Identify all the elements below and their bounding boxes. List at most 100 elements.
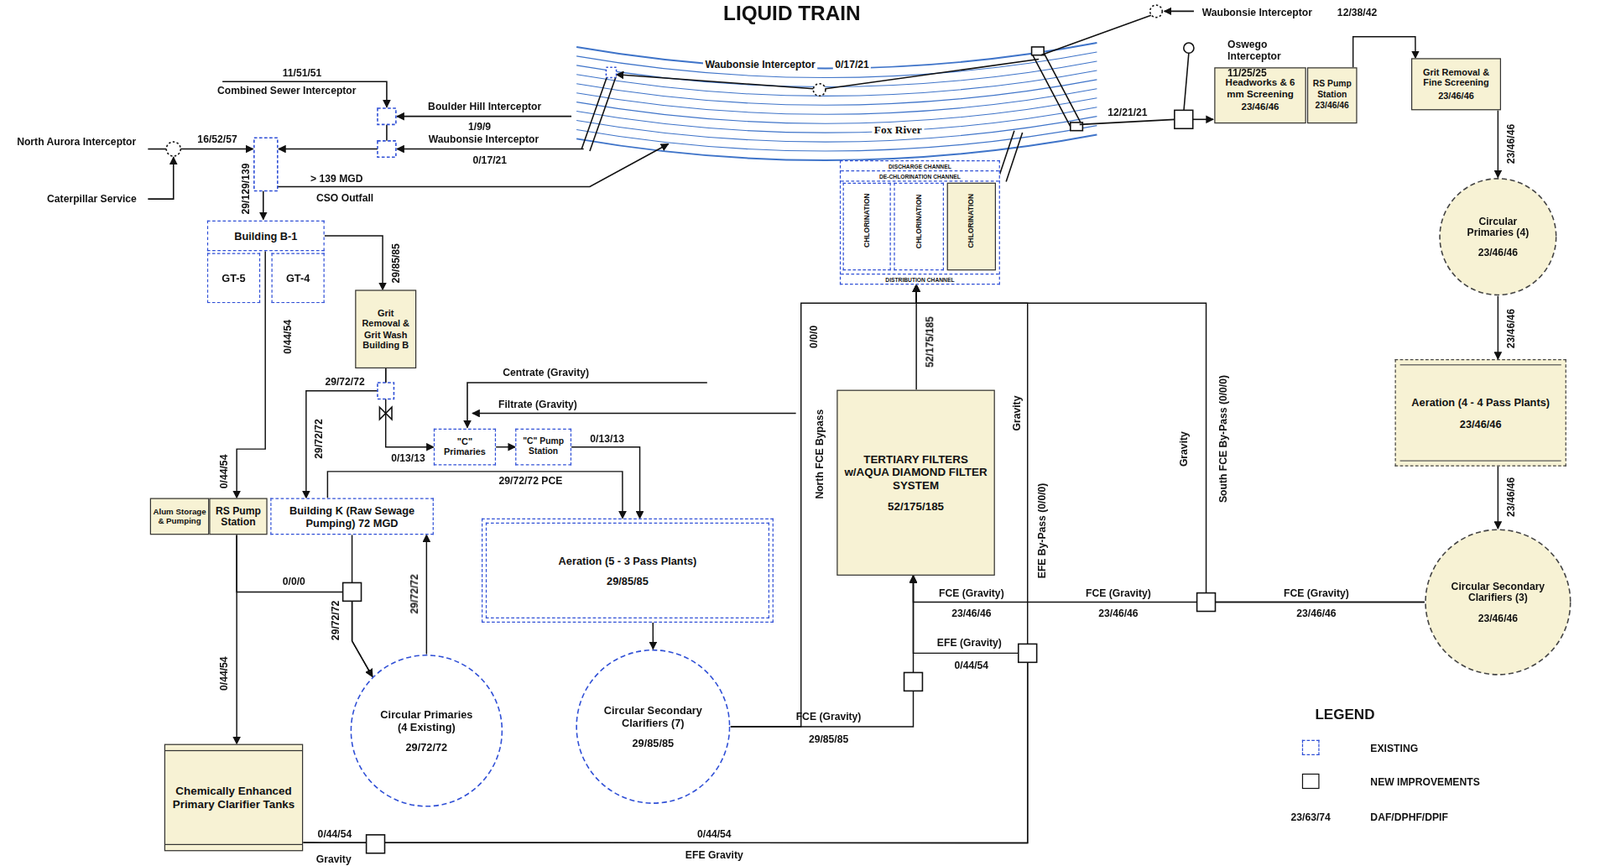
flow-connector — [1497, 109, 1499, 178]
flow-label: 11/51/51 — [282, 67, 323, 79]
pipe-line — [396, 148, 584, 151]
junction-box — [366, 834, 386, 854]
pipe-line — [997, 130, 1022, 183]
pipe-line — [1041, 15, 1152, 55]
flow-label: 29/72/72 — [312, 418, 324, 459]
flow-connector — [302, 284, 1028, 843]
node-text: Grit Removal & Grit Wash Building B — [355, 307, 416, 350]
junction-box — [254, 137, 278, 191]
tank-inner-line — [1400, 364, 1562, 462]
junction-box — [1070, 122, 1084, 131]
process-box: Grit Removal & Grit Wash Building B — [354, 289, 417, 369]
flow-label: DAF/DPHF/DPIF — [1370, 811, 1449, 823]
process-box: CHLORINATION — [893, 182, 944, 271]
pipe-line — [1164, 10, 1194, 13]
process-box: CHLORINATION — [946, 182, 996, 271]
circle-tank: Circular Secondary Clarifiers (3)23/46/4… — [1424, 528, 1572, 676]
flow-label: Centrate (Gravity) — [502, 366, 589, 378]
junction-box — [904, 672, 923, 691]
flow-label: 1/9/9 — [468, 120, 491, 132]
flow-label: 0/44/54 — [218, 454, 230, 490]
edge-label: 29/72/72 PCE — [499, 474, 563, 486]
node-text: Headworks & 6 mm Screening — [1214, 78, 1305, 101]
pipe-line — [147, 5, 1214, 428]
junction-box — [343, 582, 362, 601]
flow-label: Gravity — [1177, 431, 1189, 467]
process-box: Building K (Raw Sewage Pumping) 72 MGD — [270, 498, 434, 536]
diagram-title: LIQUID TRAIN — [723, 1, 861, 25]
node-text: "C" Pump Station — [515, 437, 570, 458]
edge-label: 0/0/0 — [282, 576, 306, 588]
node-text: Circular Primaries (4) — [1457, 214, 1538, 239]
process-box: RS Pump Station23/46/46 — [1307, 67, 1358, 124]
node-text: GT-5 — [219, 271, 248, 285]
pipe-line — [616, 74, 814, 89]
node-text: Chemically Enhanced Primary Clarifier Ta… — [165, 784, 303, 811]
process-box: TERTIARY FILTERS w/AQUA DIAMOND FILTER S… — [836, 390, 996, 576]
circle-outline — [1425, 529, 1571, 675]
junction-box — [377, 382, 394, 399]
process-box: CHLORINATION — [842, 182, 891, 271]
flow-connector — [236, 534, 373, 677]
flow-label: CSO Outfall — [316, 192, 374, 204]
process-box: Grit Removal & Fine Screening23/46/46 — [1411, 57, 1501, 110]
edge-label: 0/13/13 — [589, 432, 625, 444]
node-text: TERTIARY FILTERS w/AQUA DIAMOND FILTER S… — [838, 453, 995, 492]
node-text: RS Pump Station — [210, 504, 267, 528]
edge-label: FCE (Gravity) — [1283, 587, 1350, 599]
river-name: Fox River — [871, 123, 924, 136]
node-text: 29/85/85 — [630, 736, 677, 750]
circle-outline — [1439, 178, 1557, 296]
flow-label: 23/63/74 — [1290, 811, 1330, 823]
flow-connector — [915, 284, 917, 390]
flow-connector — [652, 622, 655, 650]
flow-label: 16/52/57 — [197, 133, 237, 145]
edge-label: 23/46/46 — [1506, 124, 1517, 164]
legend-swatch — [1302, 740, 1320, 756]
junction-box — [1031, 46, 1045, 56]
flow-label: 0/44/54 — [954, 659, 990, 671]
node-text: 29/85/85 — [604, 574, 652, 588]
edge-label: North FCE Bypass — [813, 409, 825, 500]
tank-inner-line — [485, 522, 770, 619]
pipe-line — [467, 382, 708, 428]
river-wave — [576, 135, 1097, 161]
edge-label: 29/85/85 — [390, 243, 402, 283]
node-text: Building K (Raw Sewage Pumping) 72 MGD — [271, 504, 433, 529]
junction-box — [1197, 593, 1216, 612]
flow-label: 11/25/25 — [1227, 67, 1267, 79]
circle-outline — [576, 650, 730, 803]
process-box: Building B-1 — [207, 220, 325, 251]
flow-label: 0/17/21 — [472, 154, 507, 166]
edge-label: EFE Gravity — [685, 849, 744, 860]
flow-label: Combined Sewer Interceptor — [217, 85, 357, 97]
node-text: Circular Secondary Clarifiers (3) — [1448, 580, 1548, 605]
edge-label: 29/72/72 — [329, 600, 341, 641]
pipe-line — [385, 124, 388, 141]
node-text: Circular Primaries (4 Existing) — [374, 708, 479, 733]
pipe-line — [472, 412, 797, 415]
edge-label: 23/46/46 — [1506, 477, 1517, 517]
pipe-line — [1032, 51, 1082, 129]
node-text: CHLORINATION — [862, 203, 871, 250]
pipe-line — [277, 143, 669, 187]
flow-connector — [324, 235, 383, 290]
junction-box — [377, 108, 397, 125]
circle-tank: Circular Primaries (4)23/46/46 — [1438, 177, 1558, 297]
edge-label: 29/72/72 — [408, 573, 420, 614]
node-text: DISTRIBUTION CHANNEL — [840, 273, 1000, 284]
flow-label: FCE (Gravity) — [938, 587, 1005, 599]
pipe-line — [813, 83, 826, 97]
legend-text: EXISTING — [1370, 742, 1418, 754]
process-box: Alum Storage & Pumping — [150, 498, 210, 536]
pipe-line — [581, 73, 616, 152]
flow-connector — [1353, 36, 1416, 68]
junction-box — [1174, 109, 1194, 129]
node-text: Aeration (5 - 3 Pass Plants) — [556, 553, 699, 567]
edge-label: South FCE By-Pass (0/0/0) — [1218, 375, 1230, 503]
circle-tank: Circular Secondary Clarifiers (7)29/85/8… — [575, 649, 731, 805]
node-text: 52/175/185 — [885, 500, 947, 513]
